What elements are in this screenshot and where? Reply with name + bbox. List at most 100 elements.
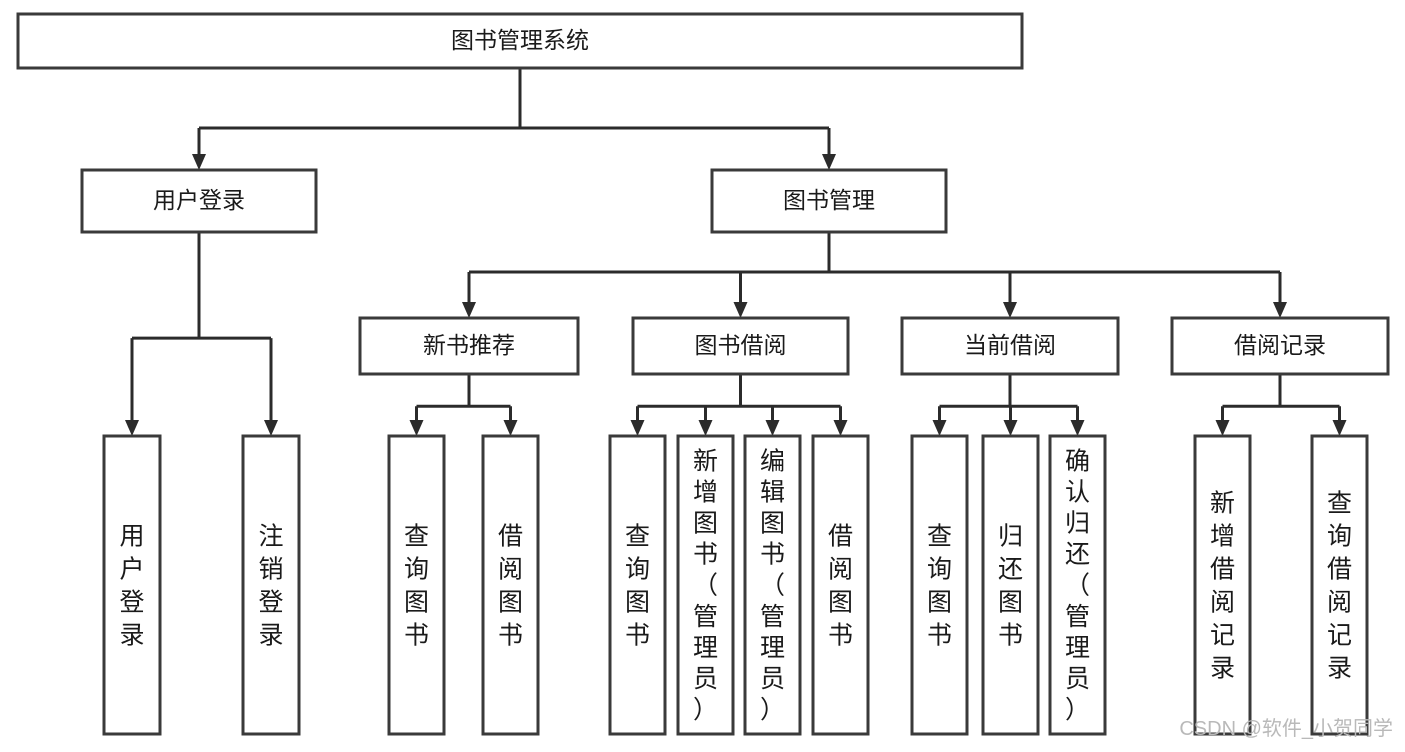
node-label-glyph: 书 <box>760 541 785 569</box>
node-label-glyph: 理 <box>1065 634 1090 662</box>
node-label-book-borrow: 图书借阅 <box>695 332 787 358</box>
node-label-glyph: 询 <box>927 556 952 584</box>
node-label-glyph: （ <box>760 572 785 600</box>
node-leaf-query-borrow-record[interactable]: 查询借阅记录查询借阅记录 <box>1310 434 1369 736</box>
node-label-borrow-record: 借阅记录 <box>1234 332 1326 358</box>
node-label-glyph: 管 <box>1065 603 1090 631</box>
node-label-glyph: 注 <box>258 523 283 551</box>
node-borrow-record[interactable]: 借阅记录 <box>1170 316 1390 376</box>
node-box-leaf-user-login <box>102 434 162 736</box>
node-label-glyph: 录 <box>119 622 144 650</box>
node-label-glyph: 管 <box>693 603 718 631</box>
node-label-glyph: 图 <box>404 589 429 617</box>
node-label-glyph: 询 <box>1327 523 1352 551</box>
node-box-leaf-query-book-rec <box>387 434 446 736</box>
node-label-glyph: 登 <box>258 589 283 617</box>
node-label-current-borrow: 当前借阅 <box>964 332 1056 358</box>
node-label-new-book-recommend: 新书推荐 <box>423 332 515 358</box>
node-box-user-login <box>80 168 318 234</box>
node-box-leaf-borrow-book <box>811 434 870 736</box>
node-layer: 图书管理系统用户登录图书管理新书推荐图书借阅当前借阅借阅记录用户登录用户登录注销… <box>16 12 1390 736</box>
node-label-glyph: 还 <box>998 556 1023 584</box>
node-current-borrow[interactable]: 当前借阅 <box>900 316 1120 376</box>
node-box-leaf-add-book-admin <box>676 434 735 736</box>
node-leaf-return-book[interactable]: 归还图书归还图书 <box>981 434 1040 736</box>
node-label-glyph: 员 <box>693 665 718 693</box>
node-leaf-query-book-borrow[interactable]: 查询图书查询图书 <box>608 434 667 736</box>
node-box-leaf-borrow-book-rec <box>481 434 540 736</box>
node-label-glyph: 图 <box>693 509 718 537</box>
node-label-glyph: 书 <box>625 622 650 650</box>
node-label-root: 图书管理系统 <box>451 27 589 53</box>
connector-layer <box>125 68 1347 436</box>
node-label-glyph: 记 <box>1327 622 1352 650</box>
node-label-glyph: 销 <box>258 556 283 584</box>
node-label-glyph: ） <box>693 696 718 724</box>
node-label-glyph: 归 <box>1065 509 1090 537</box>
node-label-glyph: 书 <box>927 622 952 650</box>
node-label-glyph: 借 <box>498 523 523 551</box>
node-box-leaf-confirm-return-admin <box>1048 434 1107 736</box>
node-label-glyph: 书 <box>998 622 1023 650</box>
node-label-glyph: 图 <box>828 589 853 617</box>
node-label-glyph: 新 <box>1210 490 1235 518</box>
node-label-glyph: （ <box>1065 572 1090 600</box>
node-label-glyph: 录 <box>1210 655 1235 683</box>
node-label-glyph: 借 <box>1327 556 1352 584</box>
node-label-glyph: 用 <box>119 523 144 551</box>
node-label-glyph: 询 <box>404 556 429 584</box>
node-leaf-logout[interactable]: 注销登录注销登录 <box>241 434 301 736</box>
node-label-glyph: 书 <box>498 622 523 650</box>
node-root[interactable]: 图书管理系统 <box>16 12 1024 70</box>
node-box-leaf-query-book-borrow <box>608 434 667 736</box>
node-box-leaf-query-borrow-record <box>1310 434 1369 736</box>
node-box-leaf-logout <box>241 434 301 736</box>
node-label-glyph: 查 <box>625 523 650 551</box>
node-label-glyph: 书 <box>693 541 718 569</box>
node-label-glyph: 图 <box>760 509 785 537</box>
node-label-glyph: 记 <box>1210 622 1235 650</box>
node-box-leaf-return-book <box>981 434 1040 736</box>
node-user-login[interactable]: 用户登录 <box>80 168 318 234</box>
node-leaf-query-book-rec[interactable]: 查询图书查询图书 <box>387 434 446 736</box>
node-label-glyph: 图 <box>625 589 650 617</box>
node-new-book-recommend[interactable]: 新书推荐 <box>358 316 580 376</box>
node-label-glyph: 询 <box>625 556 650 584</box>
node-label-glyph: 阅 <box>1327 589 1352 617</box>
node-label-glyph: 图 <box>927 589 952 617</box>
node-label-glyph: 阅 <box>828 556 853 584</box>
node-leaf-borrow-book[interactable]: 借阅图书借阅图书 <box>811 434 870 736</box>
node-label-glyph: 录 <box>258 622 283 650</box>
node-label-glyph: 认 <box>1065 478 1090 506</box>
node-box-book-manage <box>710 168 948 234</box>
node-leaf-query-book-cur[interactable]: 查询图书查询图书 <box>910 434 969 736</box>
node-label-glyph: 图 <box>998 589 1023 617</box>
node-box-leaf-query-book-cur <box>910 434 969 736</box>
node-box-leaf-edit-book-admin <box>743 434 802 736</box>
node-label-glyph: 理 <box>760 634 785 662</box>
node-label-glyph: 员 <box>760 665 785 693</box>
node-box-leaf-add-borrow-record <box>1193 434 1252 736</box>
node-leaf-user-login[interactable]: 用户登录用户登录 <box>102 434 162 736</box>
node-label-glyph: 查 <box>404 523 429 551</box>
node-leaf-add-borrow-record[interactable]: 新增借阅记录新增借阅记录 <box>1193 434 1252 736</box>
node-label-glyph: 户 <box>119 556 144 584</box>
node-label-glyph: 增 <box>1210 523 1235 551</box>
node-label-glyph: 查 <box>1327 490 1352 518</box>
node-book-manage[interactable]: 图书管理 <box>710 168 948 234</box>
node-label-glyph: 新 <box>693 447 718 475</box>
node-label-glyph: 增 <box>693 478 718 506</box>
node-box-new-book-recommend <box>358 316 580 376</box>
node-label-glyph: 员 <box>1065 665 1090 693</box>
node-book-borrow[interactable]: 图书借阅 <box>631 316 850 376</box>
node-label-glyph: 借 <box>828 523 853 551</box>
node-label-glyph: 理 <box>693 634 718 662</box>
node-label-glyph: ） <box>1065 696 1090 724</box>
node-label-glyph: 借 <box>1210 556 1235 584</box>
node-leaf-borrow-book-rec[interactable]: 借阅图书借阅图书 <box>481 434 540 736</box>
